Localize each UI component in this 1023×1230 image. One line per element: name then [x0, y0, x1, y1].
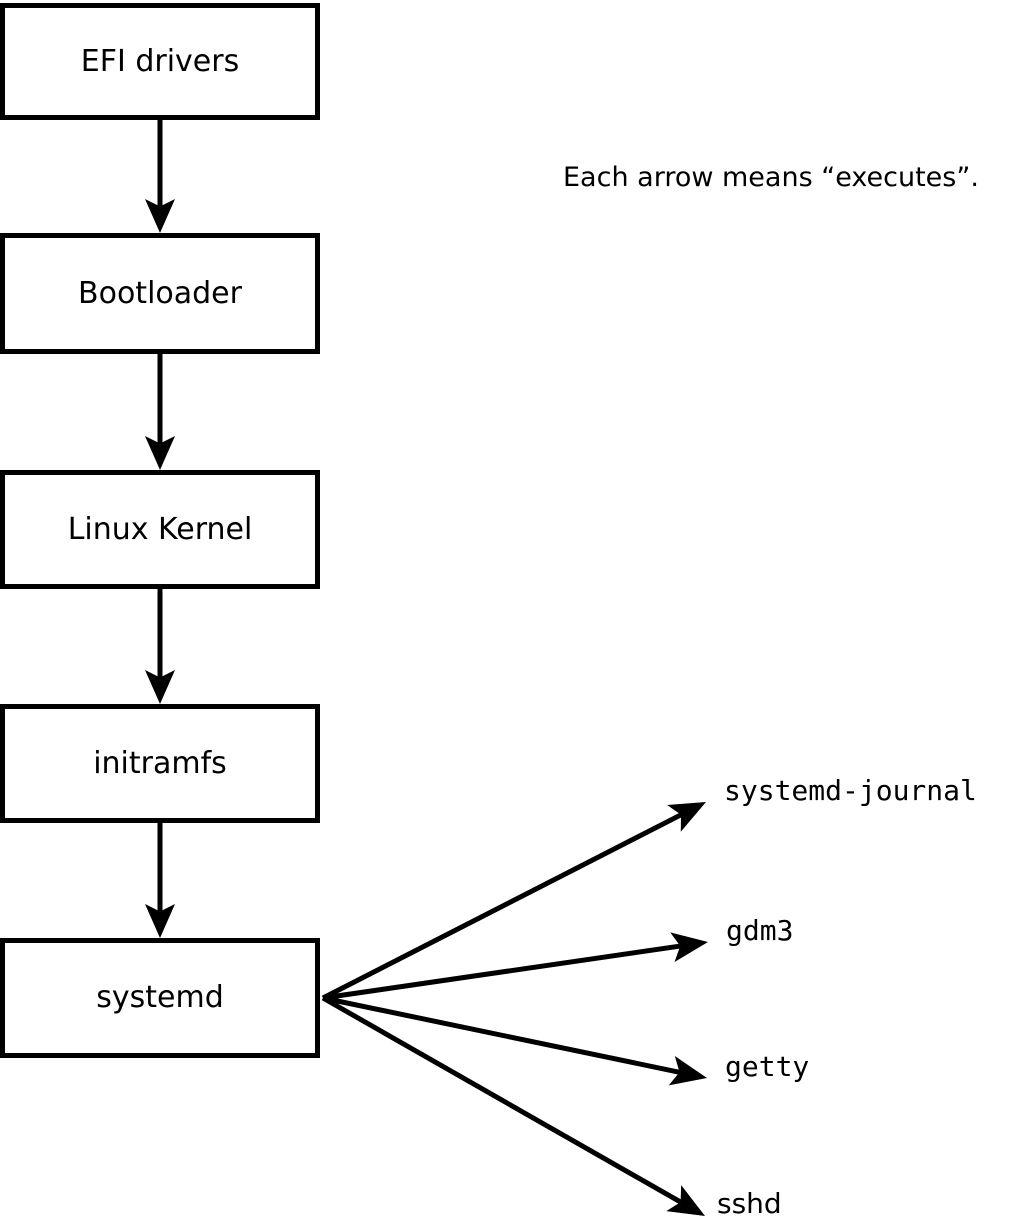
arrow-shaft-systemd-to-sshd: [321, 995, 682, 1205]
arrow-head-initramfs-to-systemd: [145, 904, 175, 938]
flow-box-label: Bootloader: [78, 275, 242, 311]
arrow-shaft-systemd-to-getty: [322, 995, 681, 1075]
service-label-systemd-journal: systemd-journal: [724, 774, 977, 807]
arrow-head-systemd-to-getty: [668, 1055, 707, 1086]
service-label-gdm3: gdm3: [726, 914, 794, 947]
flow-box-label: systemd: [96, 980, 224, 1015]
flow-box-initramfs[interactable]: initramfs: [0, 704, 320, 823]
flow-box-systemd[interactable]: systemd: [0, 938, 320, 1058]
flow-box-efi-drivers[interactable]: EFI drivers: [0, 3, 320, 120]
arrow-head-efi-to-bootloader: [145, 199, 175, 233]
service-label-getty: getty: [725, 1050, 810, 1083]
flow-box-bootloader[interactable]: Bootloader: [0, 233, 320, 354]
flow-box-linux-kernel[interactable]: Linux Kernel: [0, 470, 320, 589]
arrow-head-systemd-to-gdm3: [670, 932, 708, 963]
arrow-head-kernel-to-initramfs: [145, 670, 175, 704]
arrow-head-systemd-to-systemd-journal: [667, 802, 706, 832]
arrow-shaft-systemd-to-gdm3: [322, 943, 681, 1001]
flow-box-label: Linux Kernel: [67, 511, 253, 547]
flow-box-label: EFI drivers: [80, 43, 240, 79]
flow-box-label: initramfs: [93, 745, 227, 781]
arrow-head-bootloader-to-kernel: [145, 436, 175, 470]
arrow-shaft-systemd-to-systemd-journal: [321, 812, 683, 1001]
legend-note: Each arrow means “executes”.: [563, 162, 979, 193]
service-label-sshd: sshd: [717, 1187, 782, 1220]
arrow-head-systemd-to-sshd: [666, 1185, 705, 1216]
